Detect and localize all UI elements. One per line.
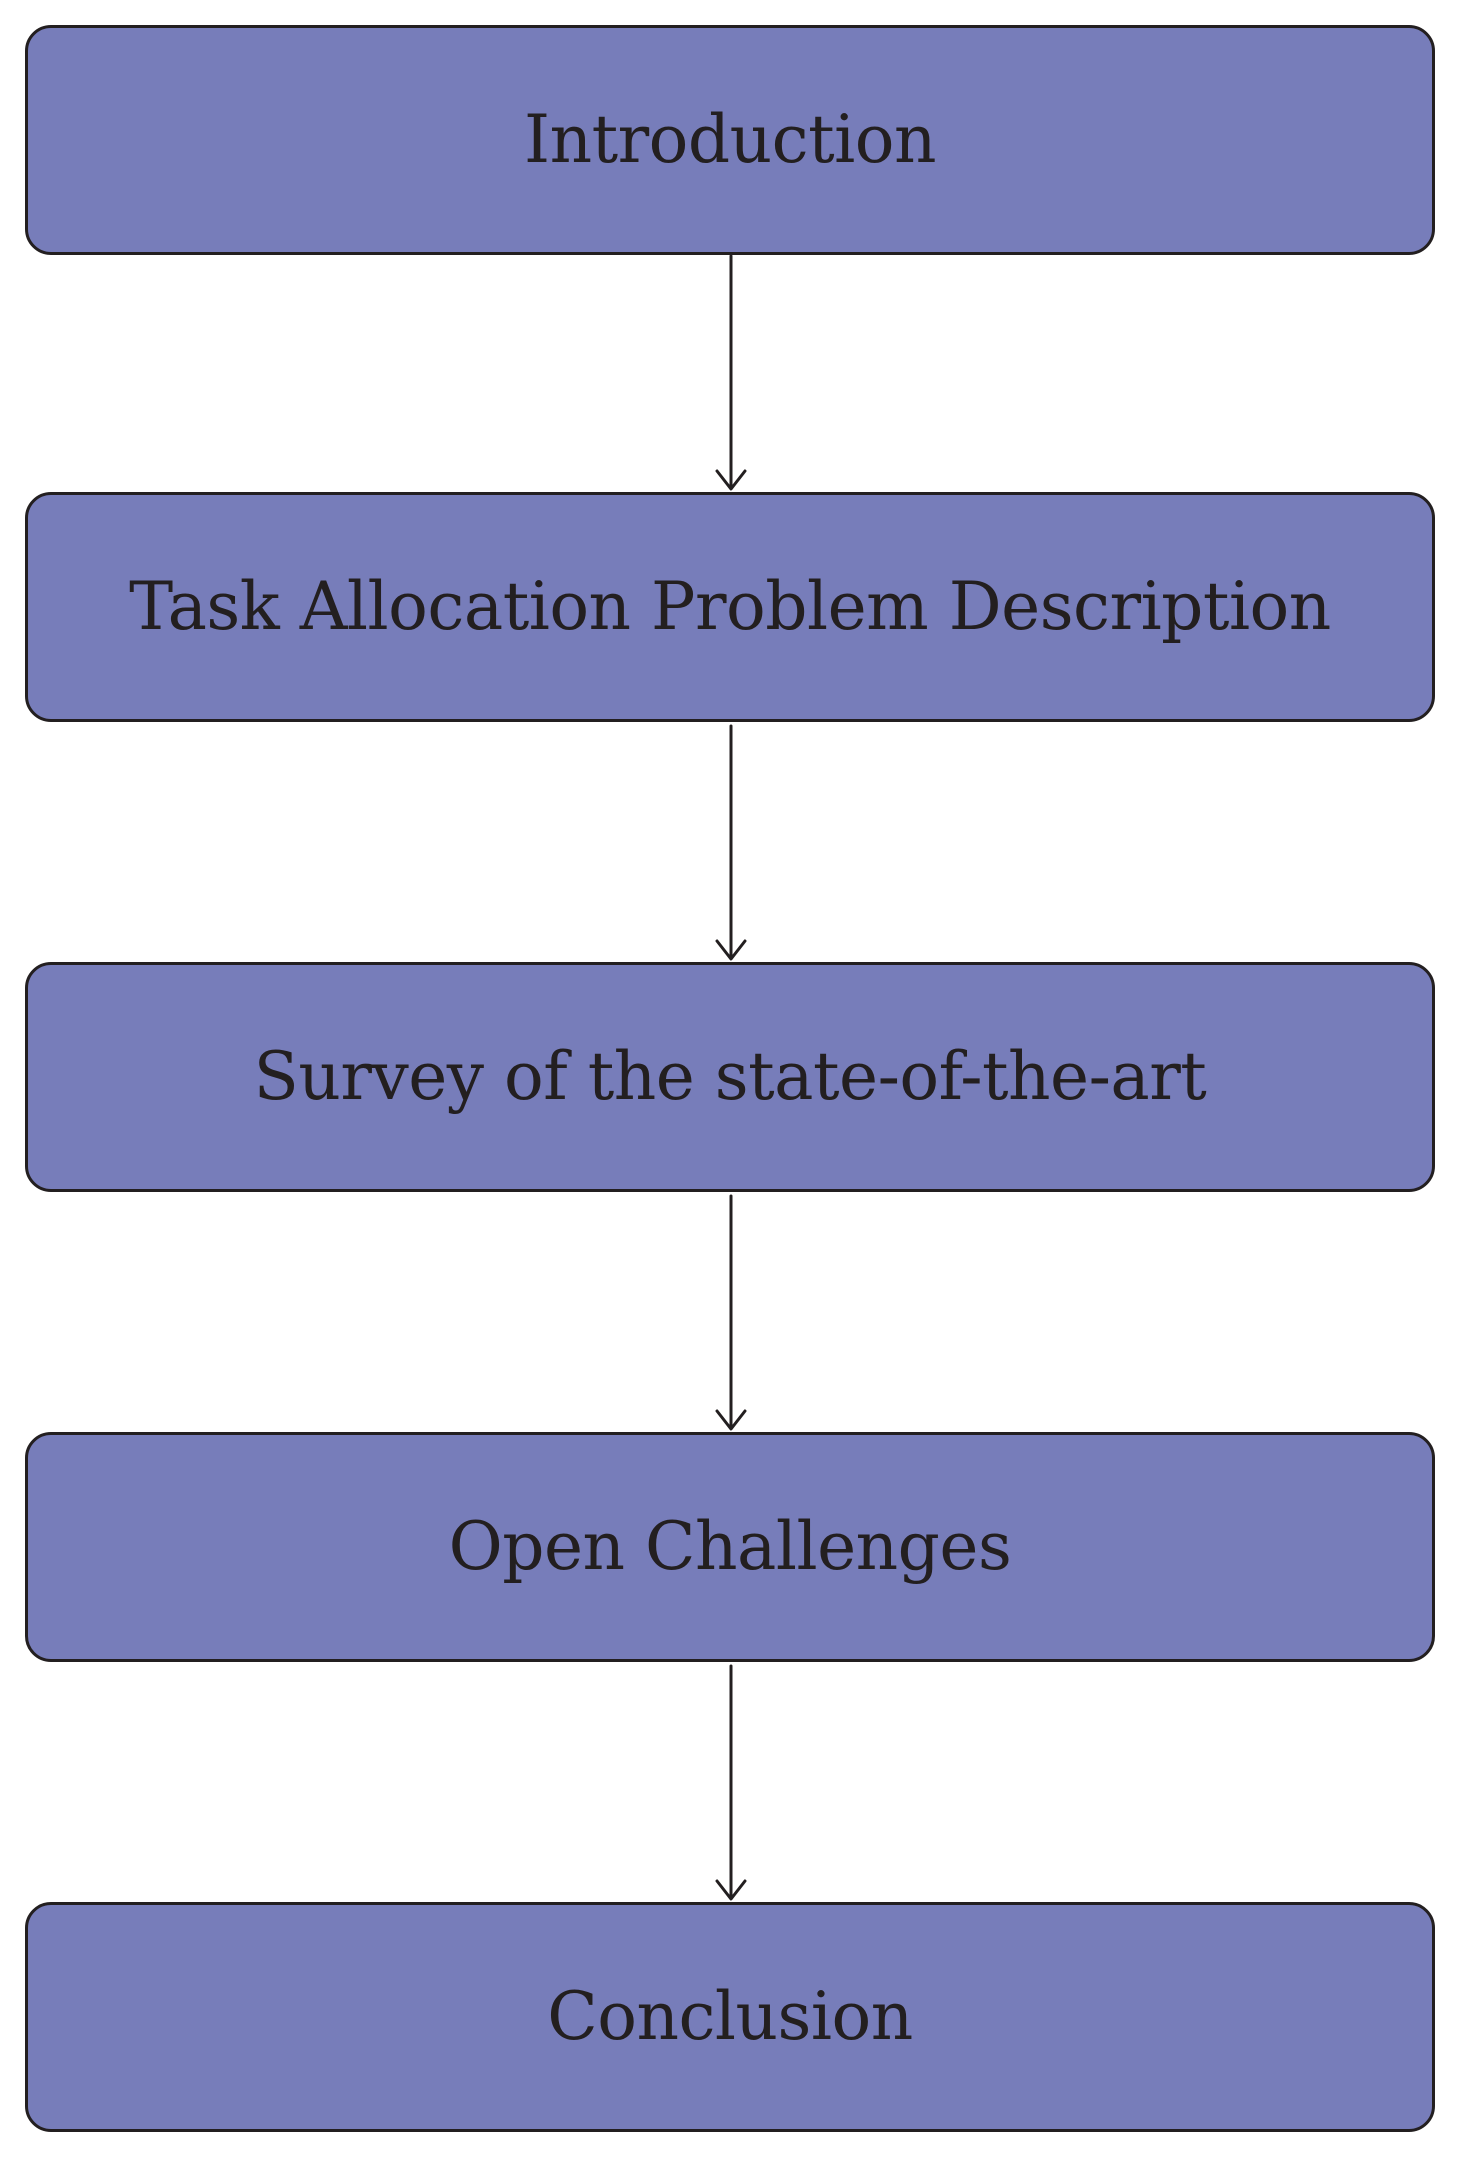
- step-task-allocation-box: Task Allocation Problem Description: [25, 492, 1435, 722]
- step-survey-label: Survey of the state-of-the-art: [253, 1038, 1207, 1115]
- arrowhead-3-4: [715, 1409, 747, 1431]
- step-conclusion-label: Conclusion: [547, 1978, 913, 2055]
- step-open-challenges-box: Open Challenges: [25, 1432, 1435, 1662]
- arrowhead-1-2: [715, 469, 747, 491]
- step-open-challenges-label: Open Challenges: [448, 1508, 1012, 1585]
- step-conclusion-box: Conclusion: [25, 1902, 1435, 2132]
- step-introduction-box: Introduction: [25, 25, 1435, 255]
- step-task-allocation-label: Task Allocation Problem Description: [129, 568, 1331, 645]
- step-survey-box: Survey of the state-of-the-art: [25, 962, 1435, 1192]
- arrowhead-4-5: [715, 1879, 747, 1901]
- step-introduction-label: Introduction: [524, 101, 936, 178]
- arrowhead-2-3: [715, 939, 747, 961]
